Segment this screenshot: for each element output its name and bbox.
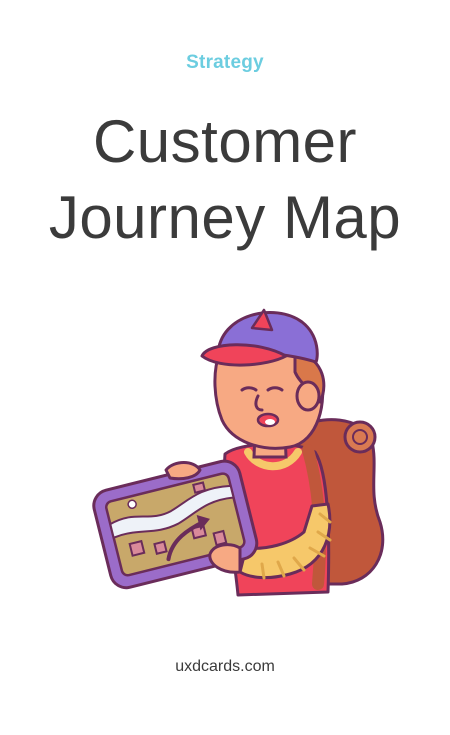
cap-brim-icon <box>200 343 288 367</box>
card-title: Customer Journey Map <box>0 104 450 256</box>
card-category: Strategy <box>186 52 264 73</box>
tablet-map-icon <box>92 459 259 590</box>
card-title-line-2: Journey Map <box>48 184 402 251</box>
card-title-line-1: Customer <box>92 108 358 175</box>
traveler-with-tablet-map-icon <box>92 308 385 597</box>
card-footer-site: uxdcards.com <box>175 658 275 675</box>
sleeve-icon <box>238 502 332 580</box>
